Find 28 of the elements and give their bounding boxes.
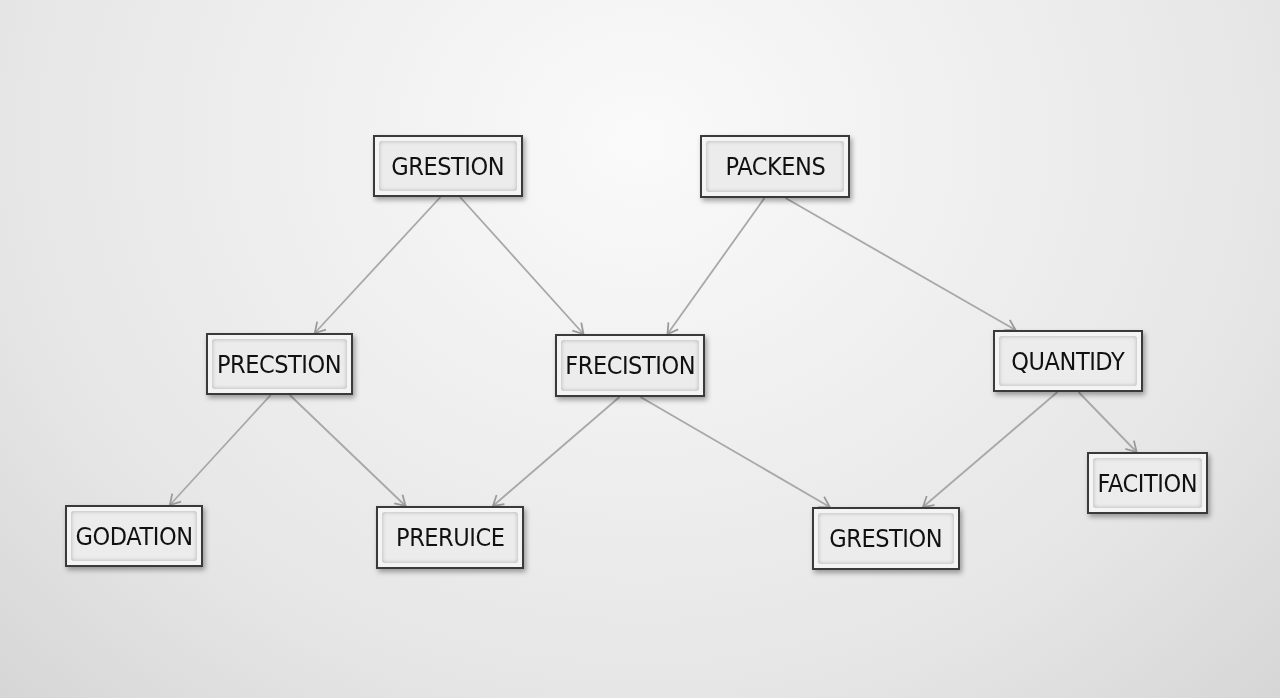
process-box (555, 334, 705, 397)
box-label: GRESTION (829, 526, 943, 551)
arrow (784, 197, 1017, 332)
box-label: PACKENS (725, 154, 825, 179)
arrow (459, 196, 585, 335)
box-label: PRERUICE (395, 525, 505, 550)
process-box (373, 135, 523, 197)
box-label: GRESTION (391, 153, 505, 179)
process-box (206, 333, 353, 395)
box-label: FACITION (1097, 470, 1198, 496)
arrow (288, 394, 407, 507)
box-label: FRECISTION (565, 353, 695, 378)
process-box (65, 505, 203, 567)
arrow (922, 391, 1059, 508)
arrow (639, 396, 831, 509)
box-label: PRECSTION (217, 351, 342, 377)
process-box (376, 506, 524, 569)
arrow (492, 396, 621, 507)
box-label: GODATION (75, 523, 193, 549)
arrow (169, 394, 272, 506)
arrow (666, 197, 766, 335)
process-box (1087, 452, 1208, 514)
arrow (313, 196, 442, 334)
arrow (1077, 391, 1138, 453)
process-box (812, 507, 960, 570)
process-box (700, 135, 850, 198)
process-box (993, 330, 1143, 392)
box-label: QUANTIDY (1011, 348, 1125, 374)
